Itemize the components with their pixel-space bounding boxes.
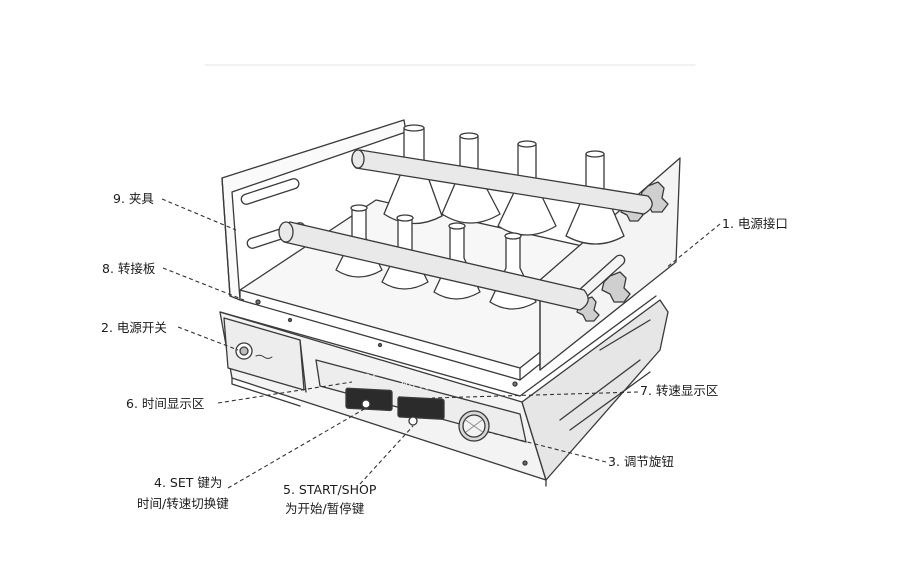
power-switch-drawing <box>235 342 273 360</box>
clamp-bars <box>278 149 653 311</box>
label-time-display: 6. 时间显示区 <box>126 396 205 411</box>
leader-speed-display <box>431 391 639 399</box>
left-side-plate <box>221 119 407 301</box>
leader-set-key <box>227 407 367 489</box>
control-panel-drawing <box>315 359 528 466</box>
leader-power-port <box>665 223 721 269</box>
label-set-key-line2: 时间/转速切换键 <box>137 496 229 511</box>
label-power-port: 1. 电源接口 <box>722 216 788 231</box>
label-knob: 3. 调节旋钮 <box>608 454 674 469</box>
label-power-switch: 2. 电源开关 <box>101 320 167 335</box>
label-start-key-line1: 5. START/SHOP <box>283 482 377 497</box>
label-start-key-line2: 为开始/暂停键 <box>285 501 365 516</box>
leader-time-display <box>217 381 353 404</box>
leader-power-switch <box>177 326 239 351</box>
time-display-readout: 0096 <box>349 370 380 386</box>
label-set-key-line1: 4. SET 键为 <box>154 475 223 490</box>
leader-lines <box>161 198 721 489</box>
label-speed-display: 7. 转速显示区 <box>640 383 719 398</box>
leader-start-key <box>359 425 414 485</box>
label-clamp: 9. 夹具 <box>113 191 154 206</box>
leader-clamp <box>161 198 237 231</box>
label-adapter-plate: 8. 转接板 <box>102 261 156 276</box>
leader-adapter-plate <box>162 267 245 301</box>
speed-display-readout: 0090 <box>401 377 432 393</box>
leader-knob <box>487 431 607 463</box>
